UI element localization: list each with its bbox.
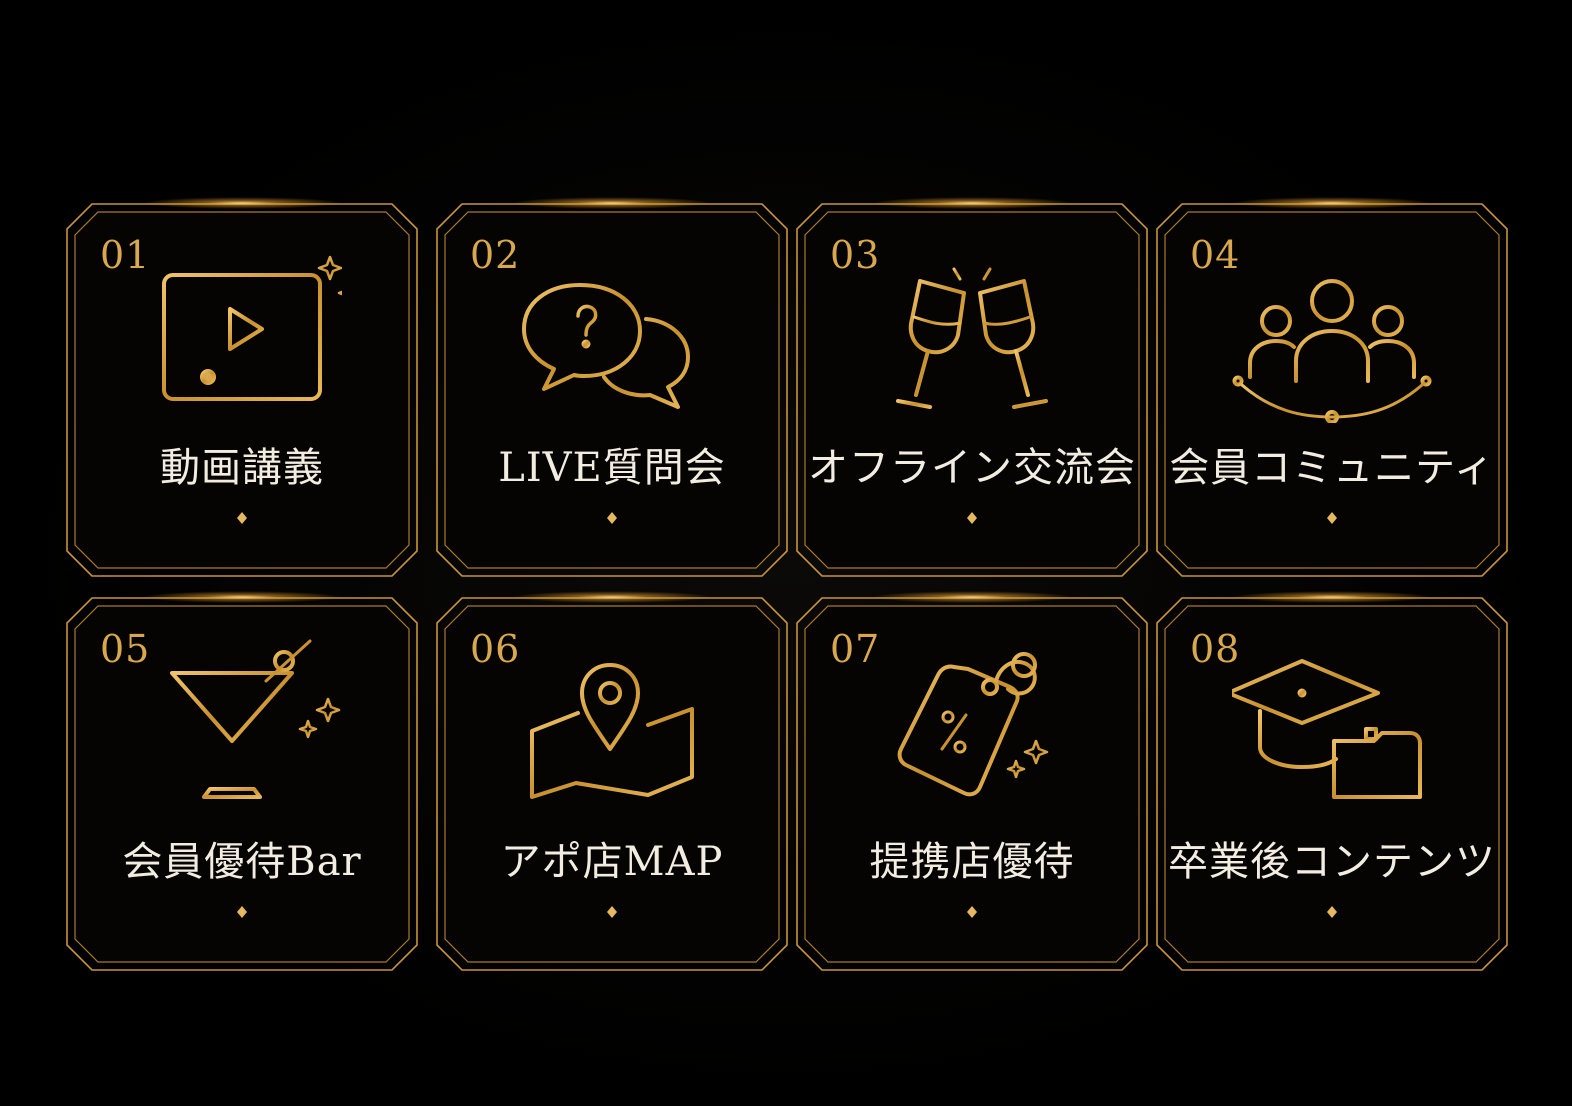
- card-frame: [796, 597, 1148, 971]
- card-number: 04: [1190, 233, 1241, 277]
- card-frame: [66, 203, 418, 577]
- card-divider: [882, 906, 1062, 918]
- card-number: 01: [100, 233, 151, 277]
- cocktail-icon: [170, 639, 341, 799]
- feature-card-video-lecture[interactable]: 01 動画講義: [66, 197, 418, 577]
- question-chat-icon: [522, 283, 690, 409]
- card-frame: [436, 203, 788, 577]
- card-label: LIVE質問会: [498, 445, 726, 491]
- card-divider: [522, 512, 702, 524]
- card-label: オフライン交流会: [808, 445, 1136, 491]
- card-divider: [882, 512, 1062, 524]
- feature-card-offline-meetup[interactable]: 03 オフライン交流会: [796, 197, 1148, 577]
- card-divider: [1242, 906, 1422, 918]
- community-people-icon: [1232, 279, 1432, 423]
- card-number: 05: [100, 627, 151, 671]
- map-pin-icon: [530, 663, 694, 799]
- card-number: 03: [830, 233, 881, 277]
- card-number: 06: [470, 627, 521, 671]
- card-frame: [66, 597, 418, 971]
- feature-card-member-community[interactable]: 04 会員コミュニティ: [1156, 197, 1508, 577]
- video-play-icon: [162, 255, 342, 401]
- card-label: 会員優待Bar: [122, 839, 362, 885]
- card-label: 動画講義: [160, 445, 324, 491]
- card-number: 08: [1190, 627, 1241, 671]
- graduation-cap-icon: [1232, 659, 1422, 799]
- card-frame: [796, 203, 1148, 577]
- card-frame: [1156, 203, 1508, 577]
- feature-card-apo-map[interactable]: 06 アポ店MAP: [436, 591, 788, 971]
- discount-tag-icon: [897, 652, 1049, 797]
- feature-card-partner-discount[interactable]: 07 提携店優待: [796, 591, 1148, 971]
- card-number: 02: [470, 233, 521, 277]
- card-number: 07: [830, 627, 881, 671]
- card-divider: [152, 512, 332, 524]
- feature-card-post-graduation[interactable]: 08 卒業後コンテンツ: [1156, 591, 1508, 971]
- card-label: 卒業後コンテンツ: [1168, 839, 1496, 885]
- feature-card-member-bar[interactable]: 05 会員優待Bar: [66, 591, 418, 971]
- card-label: 提携店優待: [869, 839, 1075, 885]
- card-label: 会員コミュニティ: [1169, 445, 1495, 491]
- card-divider: [522, 906, 702, 918]
- card-divider: [152, 906, 332, 918]
- feature-card-live-qa[interactable]: 02 LIVE質問会: [436, 197, 788, 577]
- card-divider: [1242, 512, 1422, 524]
- toast-glasses-icon: [896, 259, 1048, 409]
- card-label: アポ店MAP: [500, 839, 724, 885]
